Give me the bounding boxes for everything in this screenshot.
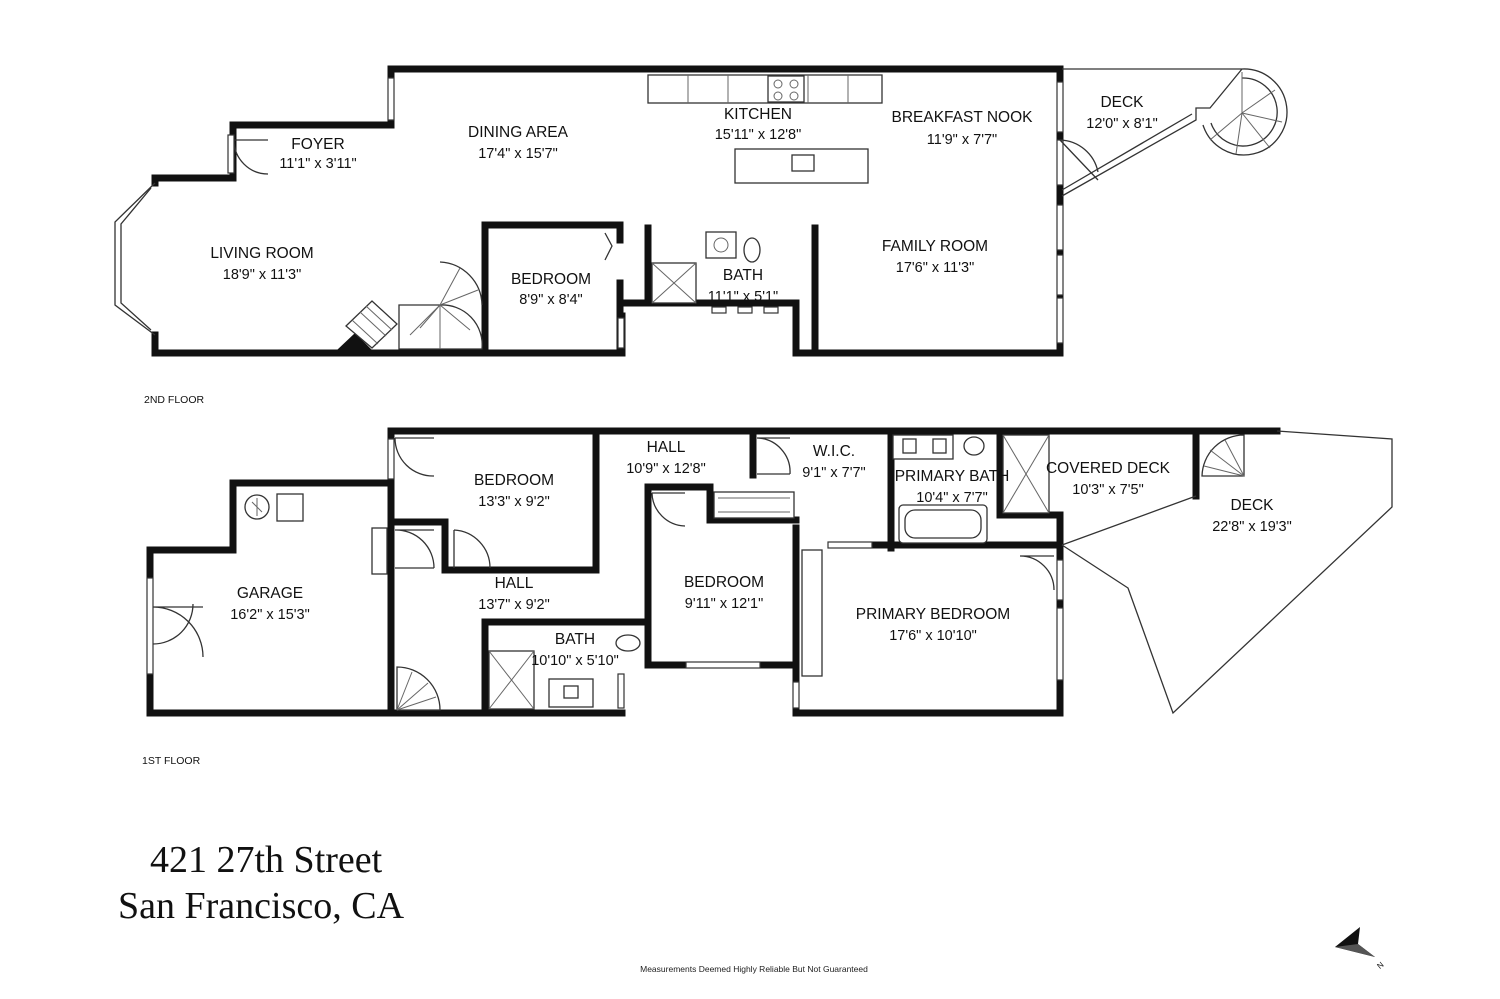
bedroom-wall <box>481 221 624 357</box>
room-name-bedroom-front: BEDROOM <box>474 472 554 489</box>
room-dims-primary-bath: 10'4" x 7'7" <box>916 490 987 506</box>
toilet-icon <box>615 634 641 652</box>
deck-outline <box>1061 68 1243 197</box>
room-name-bedroom-middle: BEDROOM <box>684 574 764 591</box>
compass-north-label: N <box>1375 960 1385 971</box>
first-floor-plan <box>146 427 1393 717</box>
room-name-bath-upper: BATH <box>723 267 763 284</box>
sink-icon <box>791 154 815 172</box>
room-dims-foyer: 11'1" x 3'11" <box>279 156 356 172</box>
room-dims-bath-upper: 11'1" x 5'1" <box>708 289 778 305</box>
deck-outline <box>1061 430 1393 715</box>
bay-window <box>114 182 156 336</box>
room-name-wic: W.I.C. <box>813 443 855 460</box>
room-dims-living-room: 18'9" x 11'3" <box>223 267 301 283</box>
room-dims-deck-upper: 12'0" x 8'1" <box>1086 116 1157 132</box>
room-name-breakfast-nook: BREAKFAST NOOK <box>892 109 1034 126</box>
room-dims-wic: 9'1" x 7'7" <box>802 465 865 481</box>
deck-stair-icon <box>1201 434 1245 477</box>
room-dims-covered-deck: 10'3" x 7'5" <box>1072 482 1143 498</box>
room-name-dining-area: DINING AREA <box>468 124 569 141</box>
first-floor-stair-icon <box>396 666 441 711</box>
room-name-primary-bedroom: PRIMARY BEDROOM <box>856 606 1010 623</box>
room-dims-garage: 16'2" x 15'3" <box>230 607 310 623</box>
room-name-covered-deck: COVERED DECK <box>1046 460 1171 477</box>
room-dims-bath-lower: 10'10" x 5'10" <box>531 653 619 669</box>
room-name-family-room: FAMILY ROOM <box>882 238 988 255</box>
room-dims-bedroom-middle: 9'11" x 12'1" <box>685 596 763 612</box>
room-name-deck-upper: DECK <box>1100 94 1144 111</box>
room-dims-bedroom-front: 13'3" x 9'2" <box>478 494 549 510</box>
room-name-bedroom-upper: BEDROOM <box>511 271 591 288</box>
room-name-bath-lower: BATH <box>555 631 595 648</box>
floor-label-1st: 1ST FLOOR <box>142 755 201 767</box>
bath-sink-icon <box>705 231 737 259</box>
stove-icon <box>767 75 805 103</box>
room-dims-hall-lower: 13'7" x 9'2" <box>478 597 549 613</box>
room-name-primary-bath: PRIMARY BATH <box>895 468 1010 485</box>
room-dims-dining-area: 17'4" x 15'7" <box>478 146 558 162</box>
room-name-hall-upper: HALL <box>647 439 686 456</box>
room-dims-kitchen: 15'11" x 12'8" <box>715 127 802 143</box>
room-name-kitchen: KITCHEN <box>724 106 792 123</box>
address-line-1: 421 27th Street <box>150 839 383 881</box>
north-arrow-icon: N <box>1335 927 1386 971</box>
room-dims-primary-bedroom: 17'6" x 10'10" <box>889 628 977 644</box>
room-dims-hall-upper: 10'9" x 12'8" <box>626 461 706 477</box>
room-dims-breakfast-nook: 11'9" x 7'7" <box>927 132 997 148</box>
toilet-icon <box>963 436 985 456</box>
floor-label-2nd: 2ND FLOOR <box>144 394 205 406</box>
second-floor-plan <box>114 65 1288 357</box>
toilet-icon <box>743 237 761 263</box>
room-name-deck-lower: DECK <box>1230 497 1274 514</box>
address-line-2: San Francisco, CA <box>118 885 405 927</box>
deck-spiral-stair-icon <box>1202 68 1288 156</box>
room-name-hall-lower: HALL <box>495 575 534 592</box>
room-dims-family-room: 17'6" x 11'3" <box>896 260 974 276</box>
disclaimer-text: Measurements Deemed Highly Reliable But … <box>640 964 868 974</box>
room-name-foyer: FOYER <box>291 136 344 153</box>
spiral-stair-icon <box>398 261 483 350</box>
bathtub-icon <box>898 504 988 544</box>
room-name-garage: GARAGE <box>237 585 303 602</box>
room-dims-bedroom-upper: 8'9" x 8'4" <box>519 292 582 308</box>
appliance-icon <box>276 493 304 522</box>
room-name-living-room: LIVING ROOM <box>210 245 313 262</box>
room-dims-deck-lower: 22'8" x 19'3" <box>1212 519 1292 535</box>
water-heater-icon <box>244 494 270 520</box>
